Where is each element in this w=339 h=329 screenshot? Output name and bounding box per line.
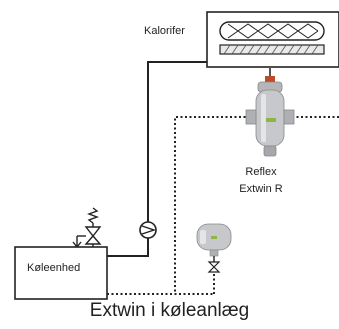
diagram-caption: Extwin i køleanlæg xyxy=(89,300,250,321)
cooling-unit-label: Køleenhed xyxy=(27,262,81,274)
cooling-unit-box xyxy=(14,246,108,300)
supply-pipe xyxy=(107,61,207,257)
product-model-label: Extwin R xyxy=(239,183,283,195)
heater-label: Kalorifer xyxy=(144,25,185,37)
reflex-extwin-separator xyxy=(245,67,295,157)
return-pipe xyxy=(107,116,339,295)
expansion-vessel xyxy=(196,223,232,273)
heater-unit xyxy=(206,11,339,68)
relief-valve-symbol xyxy=(72,207,102,250)
product-brand-label: Reflex xyxy=(245,166,277,178)
pump-symbol xyxy=(139,221,157,239)
